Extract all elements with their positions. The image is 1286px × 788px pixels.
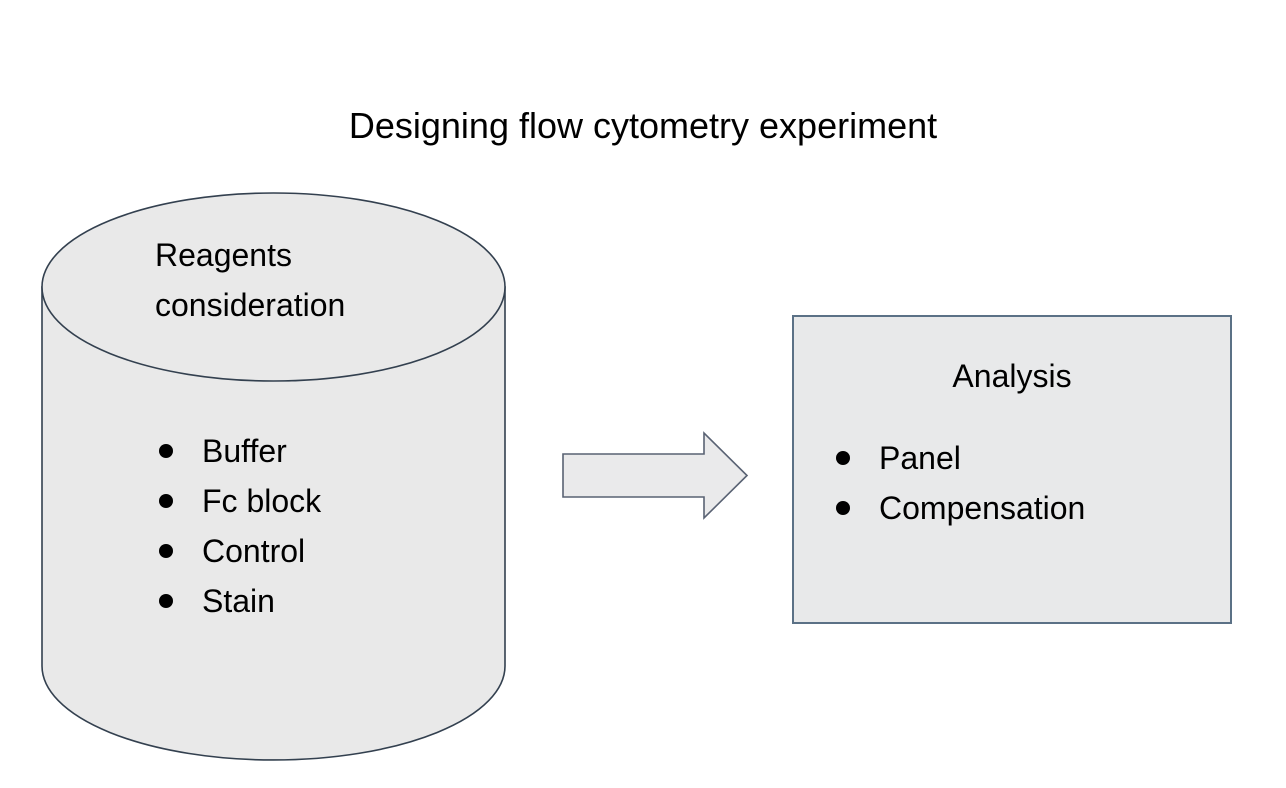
bullet-dot [159, 544, 173, 558]
list-item-label: Compensation [879, 489, 1086, 526]
list-item-label: Fc block [202, 482, 322, 519]
list-item: Buffer [159, 426, 321, 476]
reagents-cylinder-body [41, 286, 506, 761]
list-item-label: Panel [879, 439, 961, 476]
right-block-arrow-icon [562, 431, 749, 520]
list-item: Panel [836, 433, 1085, 483]
reagents-heading-line1: Reagents [155, 237, 292, 273]
reagents-cylinder-top [41, 192, 506, 382]
bullet-dot [836, 501, 850, 515]
list-item-label: Buffer [202, 432, 287, 469]
reagents-bullet-list: Buffer Fc block Control Stain [159, 426, 321, 626]
list-item-label: Control [202, 532, 306, 569]
reagents-heading-line2: consideration [155, 287, 346, 323]
bullet-dot [836, 451, 850, 465]
list-item: Stain [159, 576, 321, 626]
analysis-box [792, 315, 1232, 624]
reagents-heading: Reagents consideration [155, 230, 345, 330]
bullet-dot [159, 444, 173, 458]
list-item: Control [159, 526, 321, 576]
bullet-dot [159, 494, 173, 508]
list-item: Compensation [836, 483, 1085, 533]
bullet-dot [159, 594, 173, 608]
list-item-label: Stain [202, 582, 275, 619]
analysis-heading: Analysis [952, 358, 1072, 394]
list-item: Fc block [159, 476, 321, 526]
analysis-bullet-list: Panel Compensation [836, 433, 1085, 533]
diagram-title: Designing flow cytometry experiment [348, 105, 938, 146]
